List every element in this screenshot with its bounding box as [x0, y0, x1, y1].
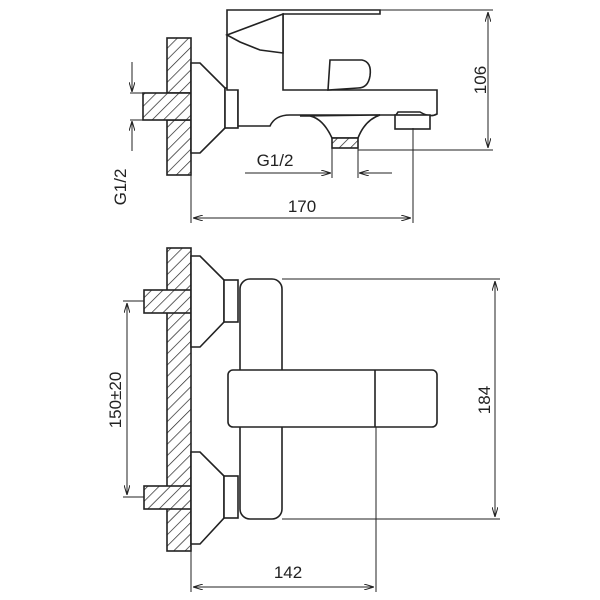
- front-view: 184 142 150±20: [106, 247, 500, 592]
- inlet-pipe-lower: [143, 485, 192, 510]
- aerator: [394, 114, 431, 130]
- height-dim-184: 184: [475, 386, 494, 414]
- escutcheon-upper: [190, 255, 225, 348]
- inlet-thread-label: G1/2: [111, 169, 130, 206]
- diverter-housing: [299, 114, 381, 139]
- length-dim-170: 170: [288, 197, 316, 216]
- depth-dim-142: 142: [274, 563, 302, 582]
- outlet-thread-label: G1/2: [257, 151, 294, 170]
- inlet-spacing-dim: 150±20: [106, 372, 125, 429]
- lever-handle: [227, 369, 438, 428]
- nut-upper: [223, 279, 239, 323]
- height-dim-106: 106: [471, 66, 490, 94]
- nut: [224, 87, 239, 129]
- inlet-pipe-upper: [143, 289, 192, 314]
- inlet-pipe: [142, 92, 192, 121]
- wall-section-upper: [166, 37, 192, 94]
- outlet-thread-section: [331, 137, 359, 149]
- escutcheon-lower: [190, 451, 225, 545]
- nut-lower: [223, 475, 239, 519]
- wall-section-lower: [166, 119, 192, 176]
- lever-handle: [225, 12, 284, 54]
- side-view: 106 170 G1/2 G1/2: [111, 9, 493, 223]
- diverter-knob: [327, 59, 372, 91]
- escutcheon: [190, 62, 226, 154]
